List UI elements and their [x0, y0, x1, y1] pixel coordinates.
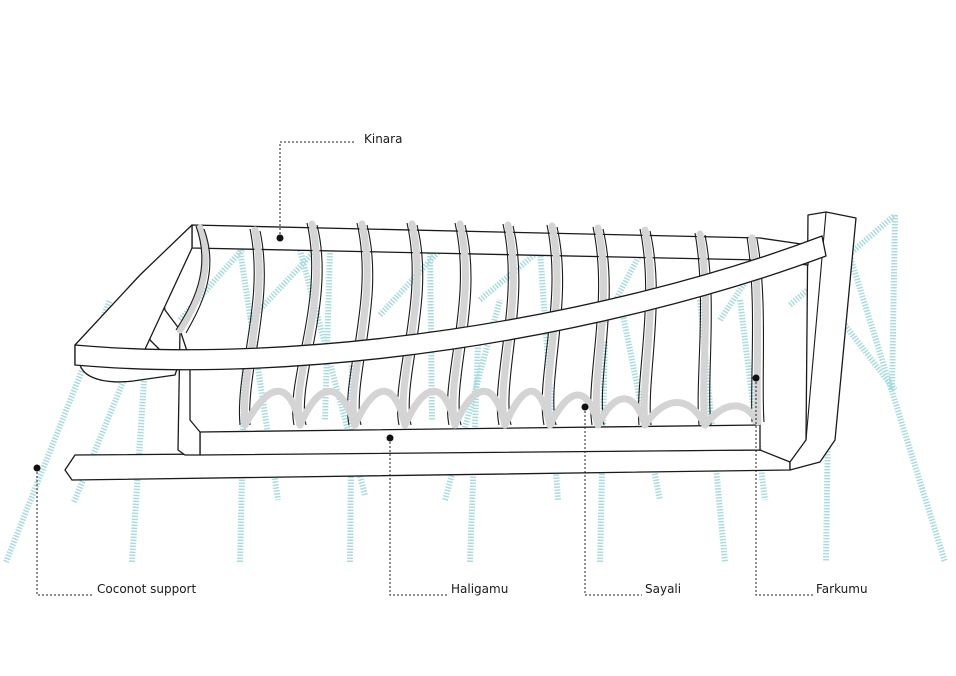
sayali-dot: [581, 403, 589, 411]
keel: [64, 424, 791, 481]
haligamu-label: Haligamu: [451, 582, 509, 596]
coconut-support-leader: [36, 468, 94, 596]
support-poles: [3, 212, 948, 564]
rib-5: [396, 220, 424, 429]
farkumu-label: Farkumu: [816, 582, 868, 596]
rib-2: [238, 226, 265, 429]
coconut-support-dot: [33, 464, 41, 472]
haligamu-dot: [386, 434, 394, 442]
farkumu-dot: [752, 374, 760, 382]
gunwale-rail: [74, 235, 827, 371]
kinara-dot: [276, 234, 284, 242]
haligamu-leader: [389, 438, 448, 596]
coconut-support-label: Coconot support: [97, 582, 197, 596]
kinara-label: Kinara: [364, 132, 403, 146]
ribs: [175, 220, 765, 429]
leader-lines: [33, 141, 813, 596]
farkumu-leader: [755, 378, 813, 596]
kinara-leader: [279, 141, 356, 238]
sayali-label: Sayali: [645, 582, 682, 596]
rib-11: [694, 230, 712, 429]
sayali-leader: [584, 407, 642, 596]
rib-1: [175, 224, 211, 334]
bottom-curves: [241, 388, 762, 429]
rib-4: [346, 220, 374, 429]
